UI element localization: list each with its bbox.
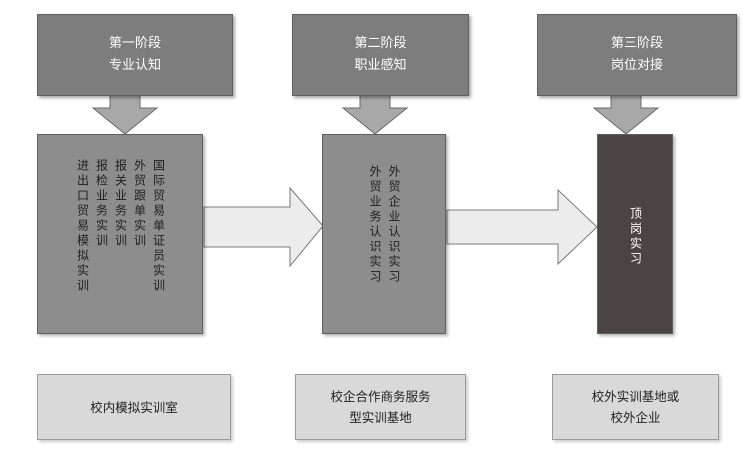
stage-title: 第三阶段 bbox=[610, 36, 663, 51]
base-line1: 校企合作商务服务 bbox=[330, 389, 431, 404]
program-columns: 顶岗实习 bbox=[626, 207, 645, 333]
stage-box-2: 第二阶段 职业感知 bbox=[292, 14, 469, 96]
program-column: 外贸跟单实训 bbox=[132, 159, 147, 249]
down-arrow-1 bbox=[91, 94, 159, 135]
stage-subtitle: 岗位对接 bbox=[610, 58, 663, 73]
right-arrow-1 bbox=[203, 186, 324, 268]
stage-box-3: 第三阶段 岗位对接 bbox=[537, 14, 737, 96]
program-box-1: 国际贸易单证员实训 外贸跟单实训 报关业务实训 报检业务实训 进出口贸易模拟实训 bbox=[37, 134, 203, 334]
stage-box-1: 第一阶段 专业认知 bbox=[37, 14, 233, 96]
base-box-2: 校企合作商务服务 型实训基地 bbox=[295, 374, 466, 440]
right-arrow-2 bbox=[446, 188, 598, 266]
base-line1: 校内模拟实训室 bbox=[90, 399, 178, 415]
down-arrow-3 bbox=[592, 94, 660, 135]
program-column: 外贸业务认识实习 bbox=[368, 165, 382, 285]
program-box-2: 外贸企业认识实习 外贸业务认识实习 bbox=[322, 134, 446, 334]
program-columns: 国际贸易单证员实训 外贸跟单实训 报关业务实训 报检业务实训 进出口贸易模拟实训 bbox=[73, 159, 168, 333]
program-box-3: 顶岗实习 bbox=[597, 134, 673, 334]
program-columns: 外贸企业认识实习 外贸业务认识实习 bbox=[365, 165, 403, 333]
program-column: 国际贸易单证员实训 bbox=[151, 159, 166, 294]
program-column: 顶岗实习 bbox=[628, 207, 643, 267]
base-line2: 校外企业 bbox=[610, 410, 661, 425]
program-column: 报关业务实训 bbox=[113, 159, 128, 249]
base-line1: 校外实训基地或 bbox=[591, 389, 680, 404]
stage-title: 第二阶段 bbox=[354, 36, 407, 51]
stage-subtitle: 专业认知 bbox=[108, 58, 161, 73]
stage-title: 第一阶段 bbox=[108, 36, 161, 51]
base-line2: 型实训基地 bbox=[349, 410, 412, 425]
program-column: 外贸企业认识实习 bbox=[387, 165, 401, 285]
stage-subtitle: 职业感知 bbox=[354, 58, 407, 73]
base-box-1: 校内模拟实训室 bbox=[37, 374, 231, 440]
program-column: 报检业务实训 bbox=[94, 159, 109, 249]
base-box-3: 校外实训基地或 校外企业 bbox=[552, 374, 719, 440]
program-column: 进出口贸易模拟实训 bbox=[75, 159, 90, 294]
down-arrow-2 bbox=[341, 94, 409, 135]
